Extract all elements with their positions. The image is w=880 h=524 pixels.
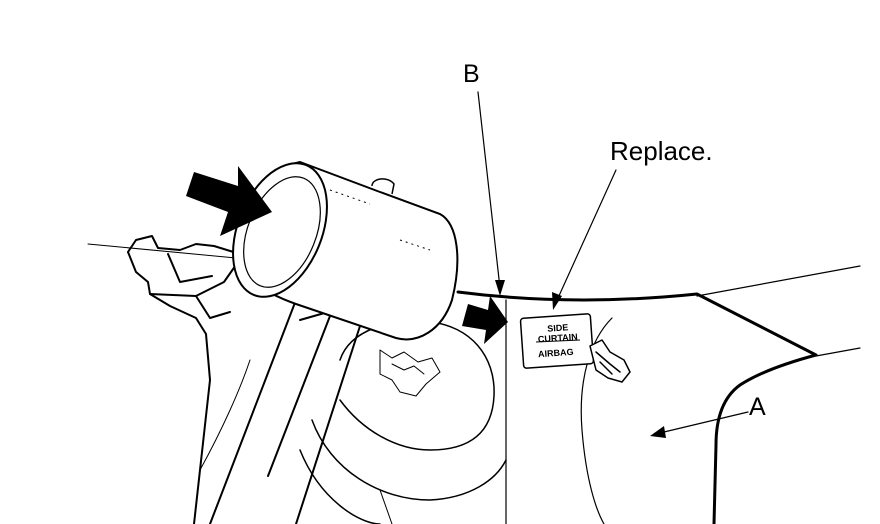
trim-clip [589, 339, 631, 383]
leader-lines [477, 91, 749, 433]
side-curtain-airbag-label: SIDE CURTAIN AIRBAG [519, 313, 595, 369]
body-bracket [87, 235, 251, 524]
callout-replace: Replace. [610, 136, 713, 166]
strike-arrow-icon [186, 166, 272, 236]
mallet-head [232, 160, 459, 341]
wheel-arch [299, 320, 507, 524]
mallet-handle [209, 299, 361, 524]
pillar-trim-panel [505, 265, 861, 524]
label-line-side: SIDE [547, 322, 569, 333]
label-line-airbag: AIRBAG [538, 347, 574, 359]
callout-a: A [749, 393, 766, 421]
tap-arrow-icon [462, 296, 508, 344]
callout-b: B [463, 60, 480, 88]
label-line-curtain: CURTAIN [538, 332, 578, 345]
trim-panel-edge-a [456, 290, 818, 524]
leader-arrowheads [495, 280, 666, 438]
